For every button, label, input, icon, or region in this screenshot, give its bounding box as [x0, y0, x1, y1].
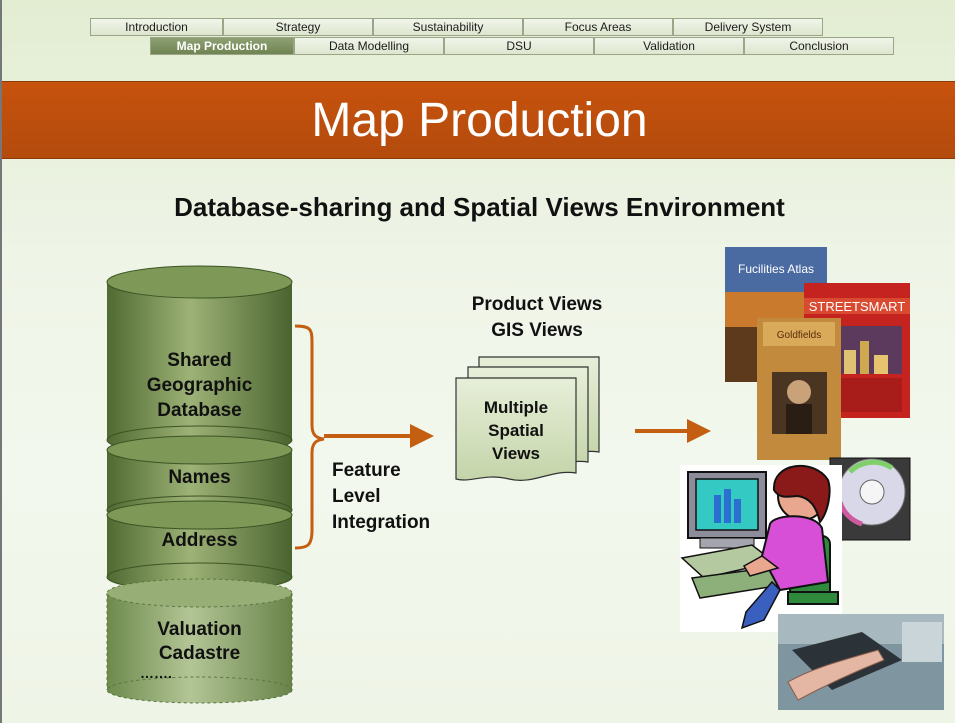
external-line-ellipsis: ……. — [140, 665, 172, 681]
spatial-line-spatial: Spatial — [488, 421, 544, 440]
tab-map-production[interactable]: Map Production — [150, 37, 294, 55]
svg-text:Fucilities Atlas: Fucilities Atlas — [738, 262, 814, 276]
integration-line-level: Level — [332, 486, 381, 507]
views-title: Product Views GIS Views — [442, 292, 632, 344]
tab-dsu[interactable]: DSU — [444, 37, 594, 55]
views-title-gis: GIS Views — [491, 320, 583, 341]
tab-conclusion[interactable]: Conclusion — [744, 37, 894, 55]
spatial-line-views: Views — [492, 444, 540, 463]
tab-strategy[interactable]: Strategy — [223, 18, 373, 36]
integration-line-feature: Feature — [332, 460, 401, 481]
tab-sustainability[interactable]: Sustainability — [373, 18, 523, 36]
address-label: Address — [161, 530, 238, 551]
integration-brace — [294, 324, 325, 550]
tab-validation[interactable]: Validation — [594, 37, 744, 55]
spatial-views-label: Multiple Spatial Views — [456, 396, 576, 465]
tab-data-modelling[interactable]: Data Modelling — [294, 37, 444, 55]
external-line-cadastre: Cadastre — [158, 643, 241, 664]
svg-text:STREETSMART: STREETSMART — [809, 299, 906, 314]
title-bar: Map Production — [2, 81, 955, 159]
spatial-line-multiple: Multiple — [483, 398, 549, 417]
page-title: Map Production — [311, 94, 648, 147]
touchscreen-photo — [778, 614, 944, 710]
external-line-valuation: Valuation — [157, 619, 242, 640]
page-subtitle: Database-sharing and Spatial Views Envir… — [174, 192, 785, 222]
tab-introduction[interactable]: Introduction — [90, 18, 223, 36]
cd-image — [829, 457, 911, 541]
shared-database-label: Shared Geographic Database — [146, 350, 253, 421]
cylinder-external — [106, 578, 293, 704]
names-label: Names — [168, 467, 231, 488]
tab-focus-areas[interactable]: Focus Areas — [523, 18, 673, 36]
external-label: Valuation Cadastre ……. — [122, 618, 277, 680]
views-title-product: Product Views — [471, 294, 603, 315]
computer-user-image — [680, 464, 842, 632]
tab-delivery-system[interactable]: Delivery System — [673, 18, 823, 36]
integration-line-integration: Integration — [332, 512, 431, 533]
integration-label: Feature Level Integration — [332, 458, 462, 536]
goldfields-book-image: Goldfields — [757, 318, 841, 460]
svg-text:Goldfields: Goldfields — [777, 330, 821, 341]
spatial-views-stack — [455, 356, 600, 481]
